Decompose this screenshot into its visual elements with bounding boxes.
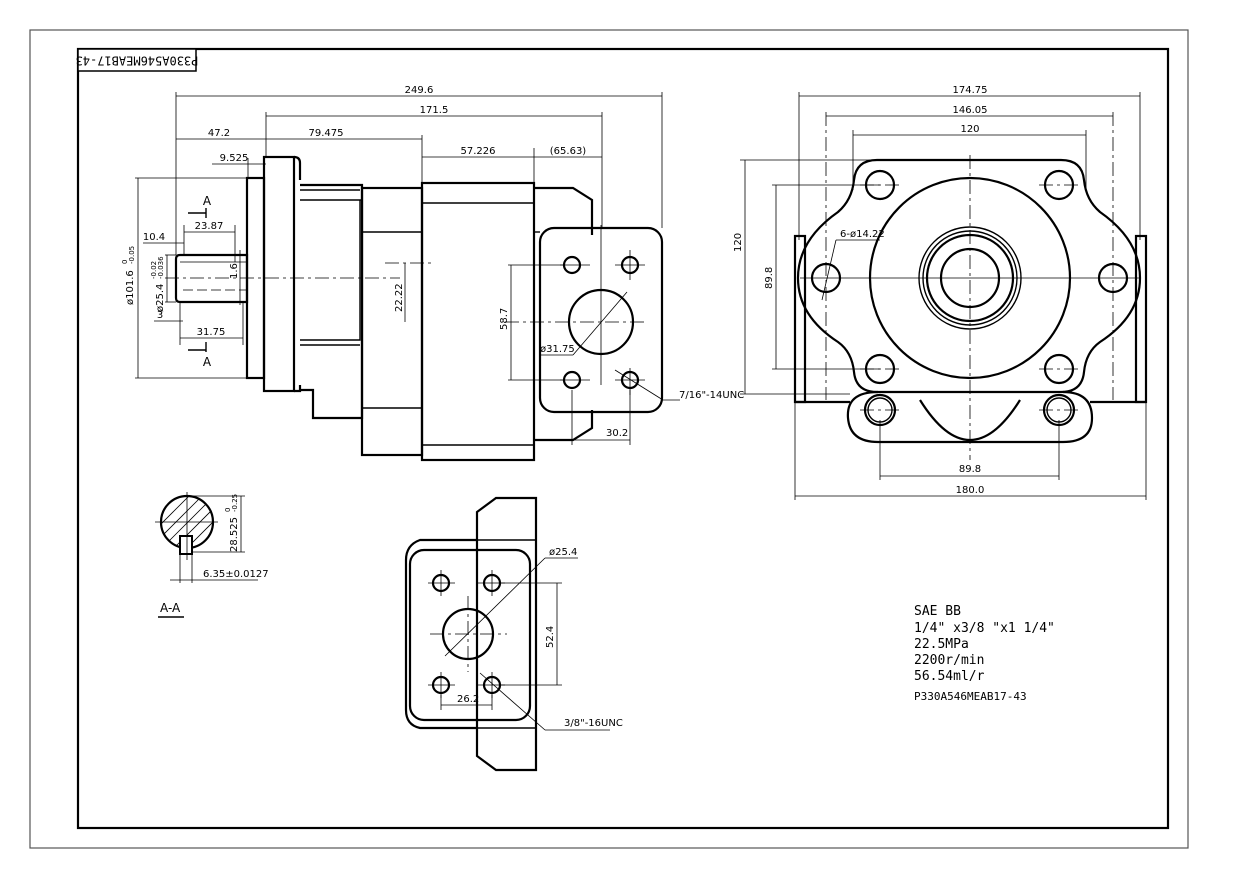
front-view-dimensions: 174.75 146.05 120 120 89.8 6-ø14.22 89.8…	[733, 85, 1147, 500]
dim-body-length: 171.5	[420, 105, 449, 116]
stamp-text: P330A546MEAB17-43	[76, 54, 199, 68]
dim-section-tol-lower: -0.25	[231, 494, 239, 512]
section-mark-top: A	[203, 194, 212, 208]
rear-housing	[534, 186, 594, 442]
dim-bottom-holes: 89.8	[959, 464, 981, 475]
center-section	[420, 181, 536, 462]
spec-ports: 1/4" x3/8 "x1 1/4"	[914, 621, 1055, 636]
dim-flange-thickness: 9.525	[220, 153, 249, 164]
dim-port-pattern-h: 30.2	[606, 428, 628, 439]
dim-overall-length: 249.6	[405, 85, 434, 96]
section-aa: 28.525 0 -0.25 6.35±0.0127 A-A	[155, 492, 269, 618]
dim-shaft-tol-upper: -0.02	[150, 261, 158, 279]
dim-port-offset: 22.22	[394, 283, 405, 312]
port-view-body	[475, 496, 538, 772]
dim-port-thread: 7/16"-14UNC	[679, 390, 744, 401]
spec-speed: 2200r/min	[914, 653, 984, 668]
front-housing	[300, 183, 364, 420]
dim-bolt-vertical: 89.8	[764, 267, 775, 289]
dim-section-height: 28.525	[229, 517, 240, 552]
dim-pilot-dia: ø101.6	[125, 270, 136, 305]
dim-shaft-dia: ø25.4	[155, 284, 166, 312]
outer-frame	[29, 29, 1189, 849]
dim-key-width: 6.35±0.0127	[203, 569, 269, 580]
section-label: A-A	[160, 601, 181, 615]
dim-shaft-length: 31.75	[197, 327, 226, 338]
dim-shaft-to-flange: 47.2	[208, 128, 230, 139]
dim-key-length: 23.87	[195, 221, 224, 232]
port-plate	[408, 548, 532, 722]
dim-key-depth: 1.6	[229, 263, 240, 279]
dim-flange-span: 120	[960, 124, 979, 135]
mounting-flange	[262, 155, 296, 393]
dim-port-view-dia: ø25.4	[549, 547, 577, 558]
dim-port-dia: ø31.75	[540, 344, 575, 355]
section-mark-bottom: A	[203, 355, 212, 369]
spec-model: P330A546MEAB17-43	[914, 690, 1027, 703]
dim-holes: 6-ø14.22	[840, 229, 885, 240]
spec-pressure: 22.5MPa	[914, 637, 969, 652]
port-view-dimensions: ø25.4 52.4 26.2 3/8"-16UNC	[440, 547, 623, 731]
dim-width-outer: 174.75	[953, 85, 988, 96]
dim-pilot-tol-upper: 0	[121, 260, 129, 264]
dim-port-view-thread: 3/8"-16UNC	[564, 718, 623, 729]
dim-rear-section: (65.63)	[550, 146, 587, 157]
side-view	[165, 155, 664, 462]
spec-flange: SAE BB	[914, 604, 961, 619]
dim-bolt-span: 146.05	[953, 105, 988, 116]
title-stamp: P330A546MEAB17-43	[76, 48, 199, 72]
dim-section-tol-upper: 0	[224, 508, 232, 512]
dim-port-pattern-v: 58.7	[499, 308, 510, 330]
dim-shaft-tol-lower: -0.036	[157, 256, 165, 279]
side-view-dimensions: 249.6 171.5 47.2 79.475 9.525 57.226 (65…	[121, 85, 744, 441]
spec-block: SAE BB 1/4" x3/8 "x1 1/4" 22.5MPa 2200r/…	[914, 604, 1055, 703]
gear-body	[360, 186, 424, 457]
drawing-border	[76, 47, 1170, 830]
dim-front-section: 79.475	[309, 128, 344, 139]
bottom-port-boss	[846, 390, 1094, 444]
dim-height: 120	[733, 233, 744, 252]
dim-port-view-pattern-h: 26.2	[457, 694, 479, 705]
dim-shaft-step: 10.4	[143, 232, 165, 243]
port-view	[404, 496, 538, 772]
spec-displacement: 56.54ml/r	[914, 669, 985, 684]
dim-overall-width: 180.0	[956, 485, 985, 496]
front-view	[793, 155, 1148, 460]
dim-pilot-tol-lower: -0.05	[128, 246, 136, 264]
dim-chamfer: 3	[157, 310, 163, 321]
front-flange-outline	[796, 158, 1142, 394]
dim-port-view-pattern-v: 52.4	[545, 626, 556, 648]
dim-middle-section: 57.226	[461, 146, 496, 157]
